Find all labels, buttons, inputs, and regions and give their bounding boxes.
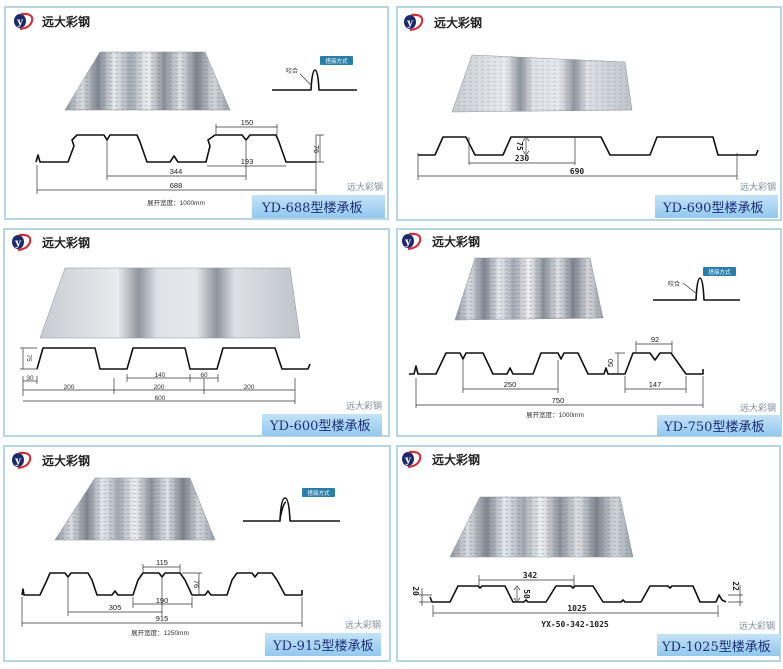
model-label: YD-1025型楼承板: [661, 640, 771, 655]
profile-drawing: 150 193 344 688 76 展开宽度：1000mm: [35, 118, 324, 207]
dim-pitch-3: 200: [244, 384, 255, 391]
dim-top: 115: [156, 558, 168, 567]
dim-bottom: 190: [156, 596, 169, 605]
profile-drawing: 75 230 690: [417, 136, 759, 180]
dim-height: 75: [25, 354, 32, 362]
dim-left-edge: 20: [411, 586, 420, 596]
joint-label-box: [320, 56, 353, 65]
panel-yd-690: 远大彩钢 75 230 690 YD-690型楼承板 远大彩钢: [396, 6, 782, 221]
profile-drawing: 92 50 250 147 750 展开宽度：1000mm: [409, 335, 704, 419]
profile-drawing: 342 50 20 22 1025 YX-50-342-1025: [411, 571, 743, 629]
dim-half: 344: [170, 167, 183, 176]
joint-label: 搭接方式: [708, 268, 731, 276]
dim-cover: 915: [156, 614, 169, 623]
panel-yd-750: 远大彩钢 咬合 搭接方式 92 50 250 147 750 展开宽度：1000…: [396, 228, 782, 437]
profile-drawing: 75 30 140 60 200 200 200 600: [20, 347, 311, 404]
model-label: YD-600型楼承板: [269, 419, 370, 434]
product-image: [64, 51, 231, 111]
model-badge: YD-688型楼承板: [252, 195, 385, 218]
dim-cover: 600: [155, 395, 166, 402]
dim-pitch: 230: [515, 154, 530, 163]
dim-cover: 1025: [567, 604, 586, 613]
width-note: 展开宽度：1000mm: [526, 410, 584, 419]
dim-height: 76: [192, 580, 201, 588]
brand-name: 远大彩钢: [434, 15, 482, 30]
brand-name: 远大彩钢: [432, 452, 480, 467]
dim-top: 150: [241, 118, 254, 127]
dim-edge: 30: [26, 375, 34, 382]
dim-pitch: 342: [523, 571, 538, 580]
panel-frame: [3, 445, 391, 662]
dim-height: 50: [522, 589, 531, 599]
joint-diagram: 咬合 搭接方式: [653, 267, 740, 301]
model-label: YD-688型楼承板: [261, 201, 362, 216]
dim-bottom: 147: [649, 380, 662, 389]
dim-height: 50: [606, 359, 615, 367]
panel-yd-688: 远大彩钢 咬合 搭接方式 150 193 344 688 76 展开宽度：100…: [4, 6, 389, 220]
model-badge: YD-690型楼承板: [655, 195, 778, 218]
dim-right-edge: 22: [731, 581, 740, 591]
product-image: [39, 267, 301, 339]
brand-name: 远大彩钢: [42, 235, 90, 250]
brand-name: 远大彩钢: [432, 234, 480, 249]
dim-rib-top: 140: [155, 372, 166, 379]
dim-height: 76: [312, 145, 321, 153]
dim-pitch: 305: [109, 603, 122, 612]
watermark: 远大彩钢: [740, 181, 776, 193]
panel-frame: [396, 6, 782, 221]
dim-cover: 750: [552, 396, 565, 405]
product-image: [454, 257, 604, 321]
watermark: 远大彩钢: [740, 402, 776, 414]
panel-yd-1025: 远大彩钢 342 50 20 22 1025 YX-50-342-1025 YD…: [396, 445, 781, 662]
profile-code: YX-50-342-1025: [541, 620, 609, 629]
dim-height: 75: [515, 141, 524, 151]
panel-frame: [4, 6, 389, 220]
joint-diagram: 搭接方式: [243, 488, 340, 522]
joint-label-box: [302, 488, 335, 497]
watermark: 远大彩钢: [345, 619, 381, 631]
joint-label: 搭接方式: [307, 489, 330, 497]
width-note: 展开宽度：1000mm: [147, 198, 205, 207]
model-label: YD-915型楼承板: [272, 639, 373, 654]
product-image: [54, 477, 216, 541]
panel-yd-600: 远大彩钢 75 30 140 60 200 200 200 600 YD-600…: [3, 228, 390, 437]
width-note: 展开宽度：1250mm: [131, 628, 189, 637]
dim-rib-gap: 60: [200, 372, 208, 379]
brand-name: 远大彩钢: [42, 453, 90, 468]
dim-cover: 688: [170, 181, 183, 190]
model-badge: YD-1025型楼承板: [657, 634, 780, 656]
watermark: 远大彩钢: [739, 620, 775, 632]
model-badge: YD-750型楼承板: [657, 415, 781, 436]
product-image: [451, 54, 633, 113]
watermark: 远大彩钢: [346, 400, 382, 412]
dim-top: 92: [651, 335, 659, 344]
model-badge: YD-600型楼承板: [262, 414, 382, 436]
dim-pitch: 250: [504, 380, 517, 389]
watermark: 远大彩钢: [347, 181, 383, 193]
model-badge: YD-915型楼承板: [265, 633, 381, 656]
bite-label: 咬合: [668, 280, 680, 288]
model-label: YD-750型楼承板: [663, 420, 764, 435]
product-image: [449, 496, 634, 558]
profile-drawing: 115 76 190 305 915 展开宽度：1250mm: [21, 558, 303, 637]
bite-label: 咬合: [286, 67, 298, 75]
brand-name: 远大彩钢: [42, 14, 90, 29]
dim-pitch-2: 200: [154, 384, 165, 391]
model-label: YD-690型楼承板: [662, 201, 763, 216]
joint-label: 搭接方式: [325, 57, 348, 65]
dim-pitch-1: 200: [64, 384, 75, 391]
joint-diagram: 咬合 搭接方式: [272, 56, 357, 91]
panel-yd-915: 远大彩钢 搭接方式 115 76 190 305 915 展开宽度：1250mm…: [3, 445, 391, 662]
joint-label-box: [703, 267, 736, 276]
dim-cover: 690: [570, 167, 585, 176]
dim-pitch: 193: [241, 157, 254, 166]
